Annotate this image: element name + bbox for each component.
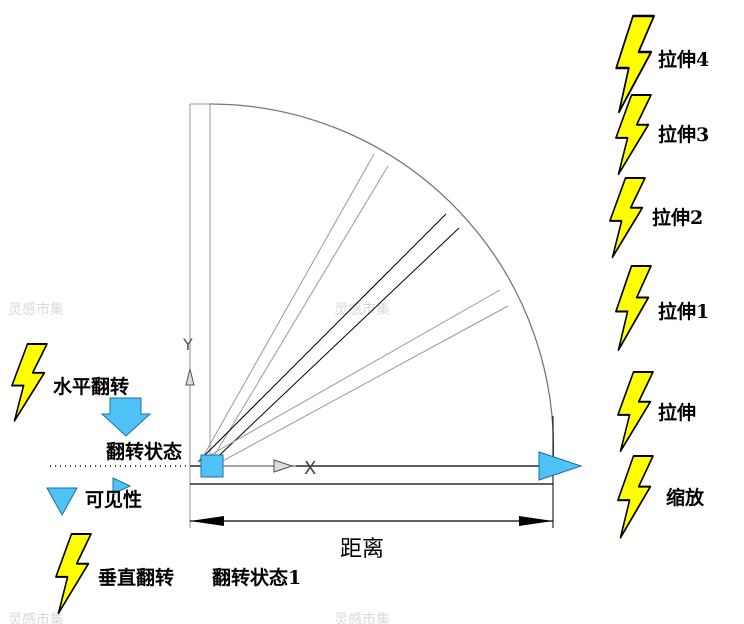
stretch1-lightning-icon [614,264,653,352]
flip-arrow-grip[interactable] [112,477,132,495]
param-stretch3[interactable]: 拉伸3 [658,123,709,146]
base-point-grip[interactable] [200,454,224,478]
linear-stretch-grip[interactable] [538,451,583,481]
param-stretch4[interactable]: 拉伸4 [658,48,709,71]
x-axis-label: X [304,458,316,479]
door-geometry [50,103,555,528]
param-visibility[interactable]: 可见性 [85,488,142,511]
param-stretch[interactable]: 拉伸 [658,401,696,424]
watermark: 灵感市集 [334,301,390,318]
param-flip-state1[interactable]: 翻转状态1 [212,566,301,589]
flip-state-grip[interactable] [100,397,152,437]
distance-dimension: 距离 [190,516,553,562]
swing-line-1b [207,165,389,467]
param-flip-vertical[interactable]: 垂直翻转 [98,566,174,589]
param-flip-horizontal[interactable]: 水平翻转 [53,375,129,398]
param-scale[interactable]: 缩放 [666,486,705,509]
swing-line-2a [197,213,447,463]
door-swing-arc [209,103,555,467]
flip-horizontal-lightning-icon [10,343,48,422]
swing-line-3a [197,289,501,463]
stretch-lightning-icon [616,371,654,453]
watermark: 灵感市集 [8,611,64,624]
param-stretch1[interactable]: 拉伸1 [658,300,709,323]
x-axis-arrow-icon [273,459,294,473]
swing-line-2b [205,227,460,469]
dimension-label: 距离 [340,537,384,562]
dimension-arrow-right-icon [519,516,553,526]
visibility-grip[interactable] [46,487,78,517]
param-stretch2[interactable]: 拉伸2 [652,206,703,229]
watermark: 灵感市集 [334,611,390,624]
param-flip-state[interactable]: 翻转状态 [106,440,182,463]
y-axis-label: Y [182,335,193,354]
y-axis-arrow-icon [185,368,195,386]
scale-lightning-icon [616,454,655,539]
flip-vertical-lightning-icon [54,533,92,615]
watermark: 灵感市集 [8,301,64,318]
swing-line-1a [199,153,375,463]
dimension-arrow-left-icon [190,516,224,526]
ucs-icon: Y X [182,335,316,479]
swing-line-3b [205,305,509,471]
stretch2-lightning-icon [608,177,646,259]
